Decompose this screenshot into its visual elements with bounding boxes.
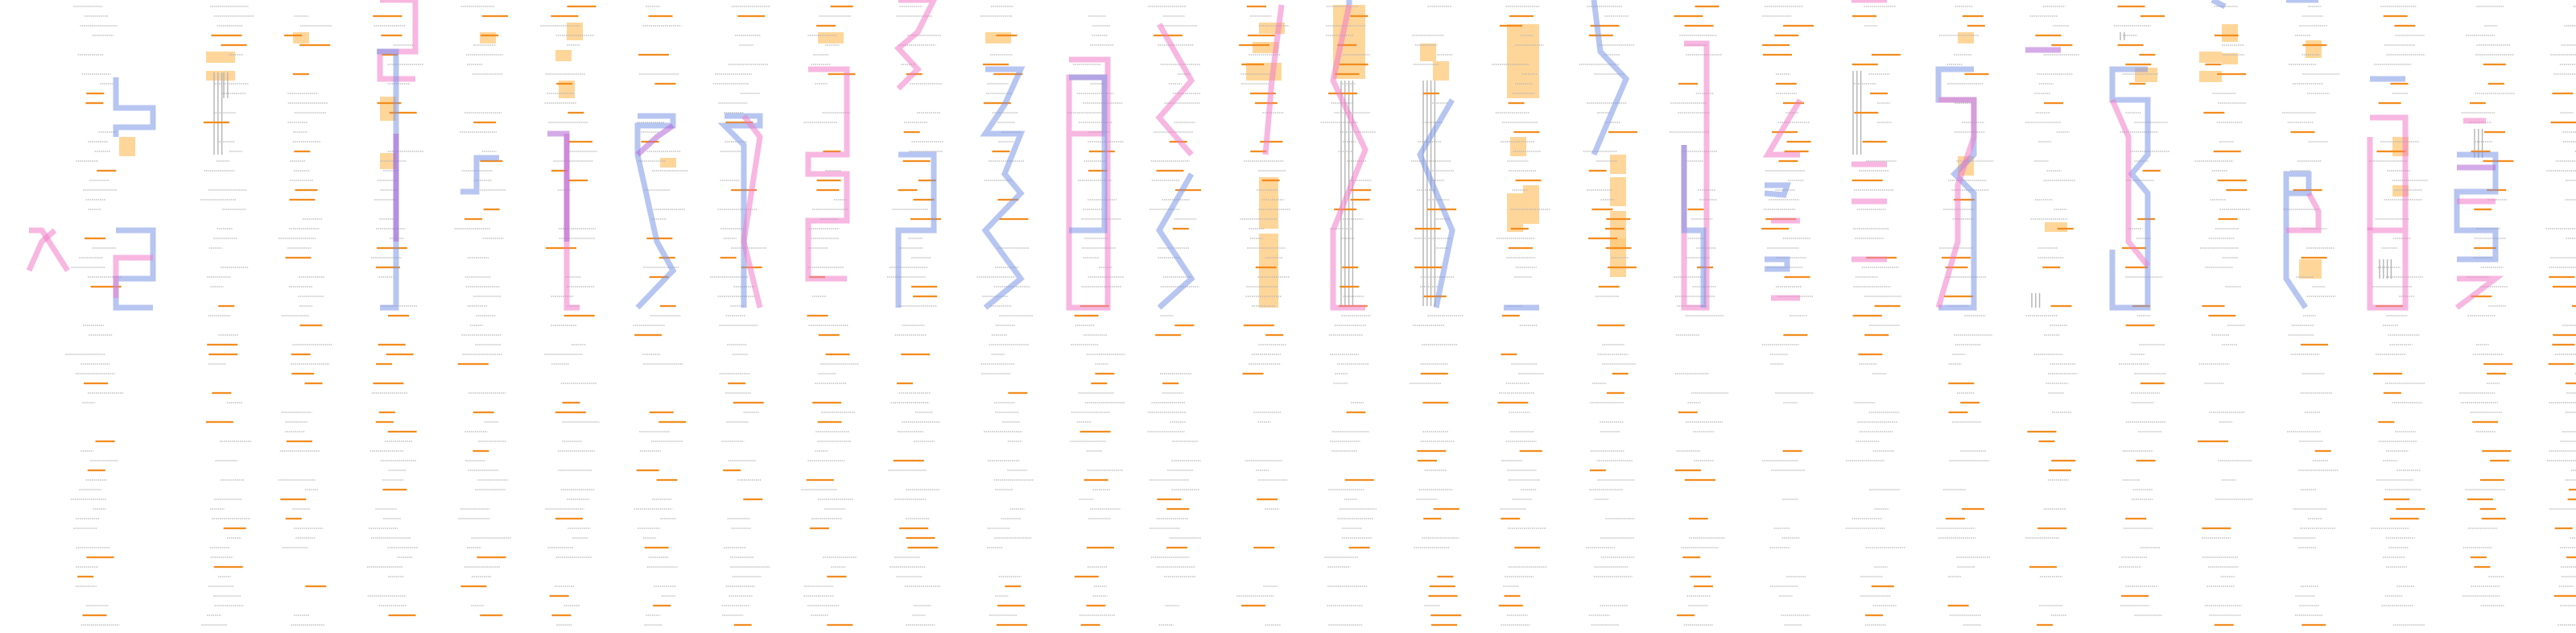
highlight-layer: [119, 5, 2409, 308]
highlight-box: [567, 23, 583, 40]
highlight-box: [206, 71, 235, 81]
connector-path: [2454, 151, 2499, 263]
connector-path: [2454, 275, 2504, 310]
connector-path: [113, 227, 156, 311]
connector-path: [2109, 66, 2151, 311]
highlight-box: [985, 32, 1011, 43]
highlight-box: [480, 32, 496, 43]
highlight-box: [1420, 43, 1436, 61]
connector-path: [2286, 192, 2322, 234]
connector-path: [741, 114, 763, 308]
connector-path: [2283, 171, 2312, 309]
connector-path: [1417, 98, 1455, 308]
highlight-box: [1259, 177, 1278, 229]
path-layer: [26, 0, 2504, 311]
highlight-box: [1510, 137, 1526, 156]
connector-path: [1681, 40, 1710, 311]
highlight-box: [555, 50, 572, 61]
connector-path: [1935, 66, 1977, 311]
connector-path: [1765, 256, 1790, 272]
highlight-box: [1523, 24, 1539, 98]
highlight-box: [1507, 193, 1523, 232]
connector-path: [1155, 172, 1195, 310]
highlight-box: [2045, 222, 2067, 232]
connector-path: [2211, 0, 2227, 10]
connector-path: [113, 254, 153, 298]
tick-layer: [77, 5, 2576, 627]
highlight-box: [1507, 24, 1523, 98]
highlight-box: [2299, 259, 2322, 279]
connector-path: [717, 113, 763, 308]
highlight-box: [293, 32, 309, 43]
connector-path: [2109, 98, 2150, 268]
highlight-box: [1610, 155, 1626, 174]
highlight-box: [1433, 61, 1449, 81]
connector-path: [1935, 97, 1977, 308]
connector-path: [895, 151, 937, 308]
connector-path: [980, 66, 1026, 310]
highlight-box: [2199, 52, 2222, 63]
connector-path: [377, 48, 399, 311]
connector-path: [635, 123, 675, 157]
highlight-box: [559, 81, 575, 98]
connector-path: [460, 155, 499, 195]
highlight-box: [380, 153, 396, 169]
connector-path: [29, 227, 70, 272]
connector-path: [113, 77, 156, 137]
connector-path: [1764, 182, 1791, 198]
highlight-box: [1958, 32, 1974, 43]
connector-path: [1330, 4, 1368, 311]
highlight-box: [1610, 177, 1626, 206]
connector-path: [1069, 74, 1108, 234]
highlight-box: [818, 32, 844, 43]
highlight-box: [1523, 185, 1539, 224]
highlight-box: [2222, 53, 2238, 64]
connector-path: [805, 66, 850, 282]
highlight-box: [119, 137, 135, 156]
highlight-box: [206, 52, 235, 63]
highlight-box: [2199, 71, 2222, 82]
connector-path: [1262, 4, 1285, 155]
highlight-box: [2306, 40, 2322, 58]
connector-path: [1762, 98, 1803, 158]
connector-path: [634, 113, 677, 310]
highlight-box: [2222, 24, 2238, 42]
highlight-box: [660, 158, 676, 168]
connector-path: [894, 0, 937, 91]
connector-path: [1591, 0, 1630, 156]
connector-path: [2367, 114, 2409, 311]
connector-path: [1155, 23, 1195, 157]
connector-path: [1681, 145, 1707, 308]
highlight-box: [1259, 234, 1278, 308]
connector-path: [547, 130, 570, 242]
connector-path: [26, 228, 57, 272]
dash-layer: [65, 6, 2576, 626]
